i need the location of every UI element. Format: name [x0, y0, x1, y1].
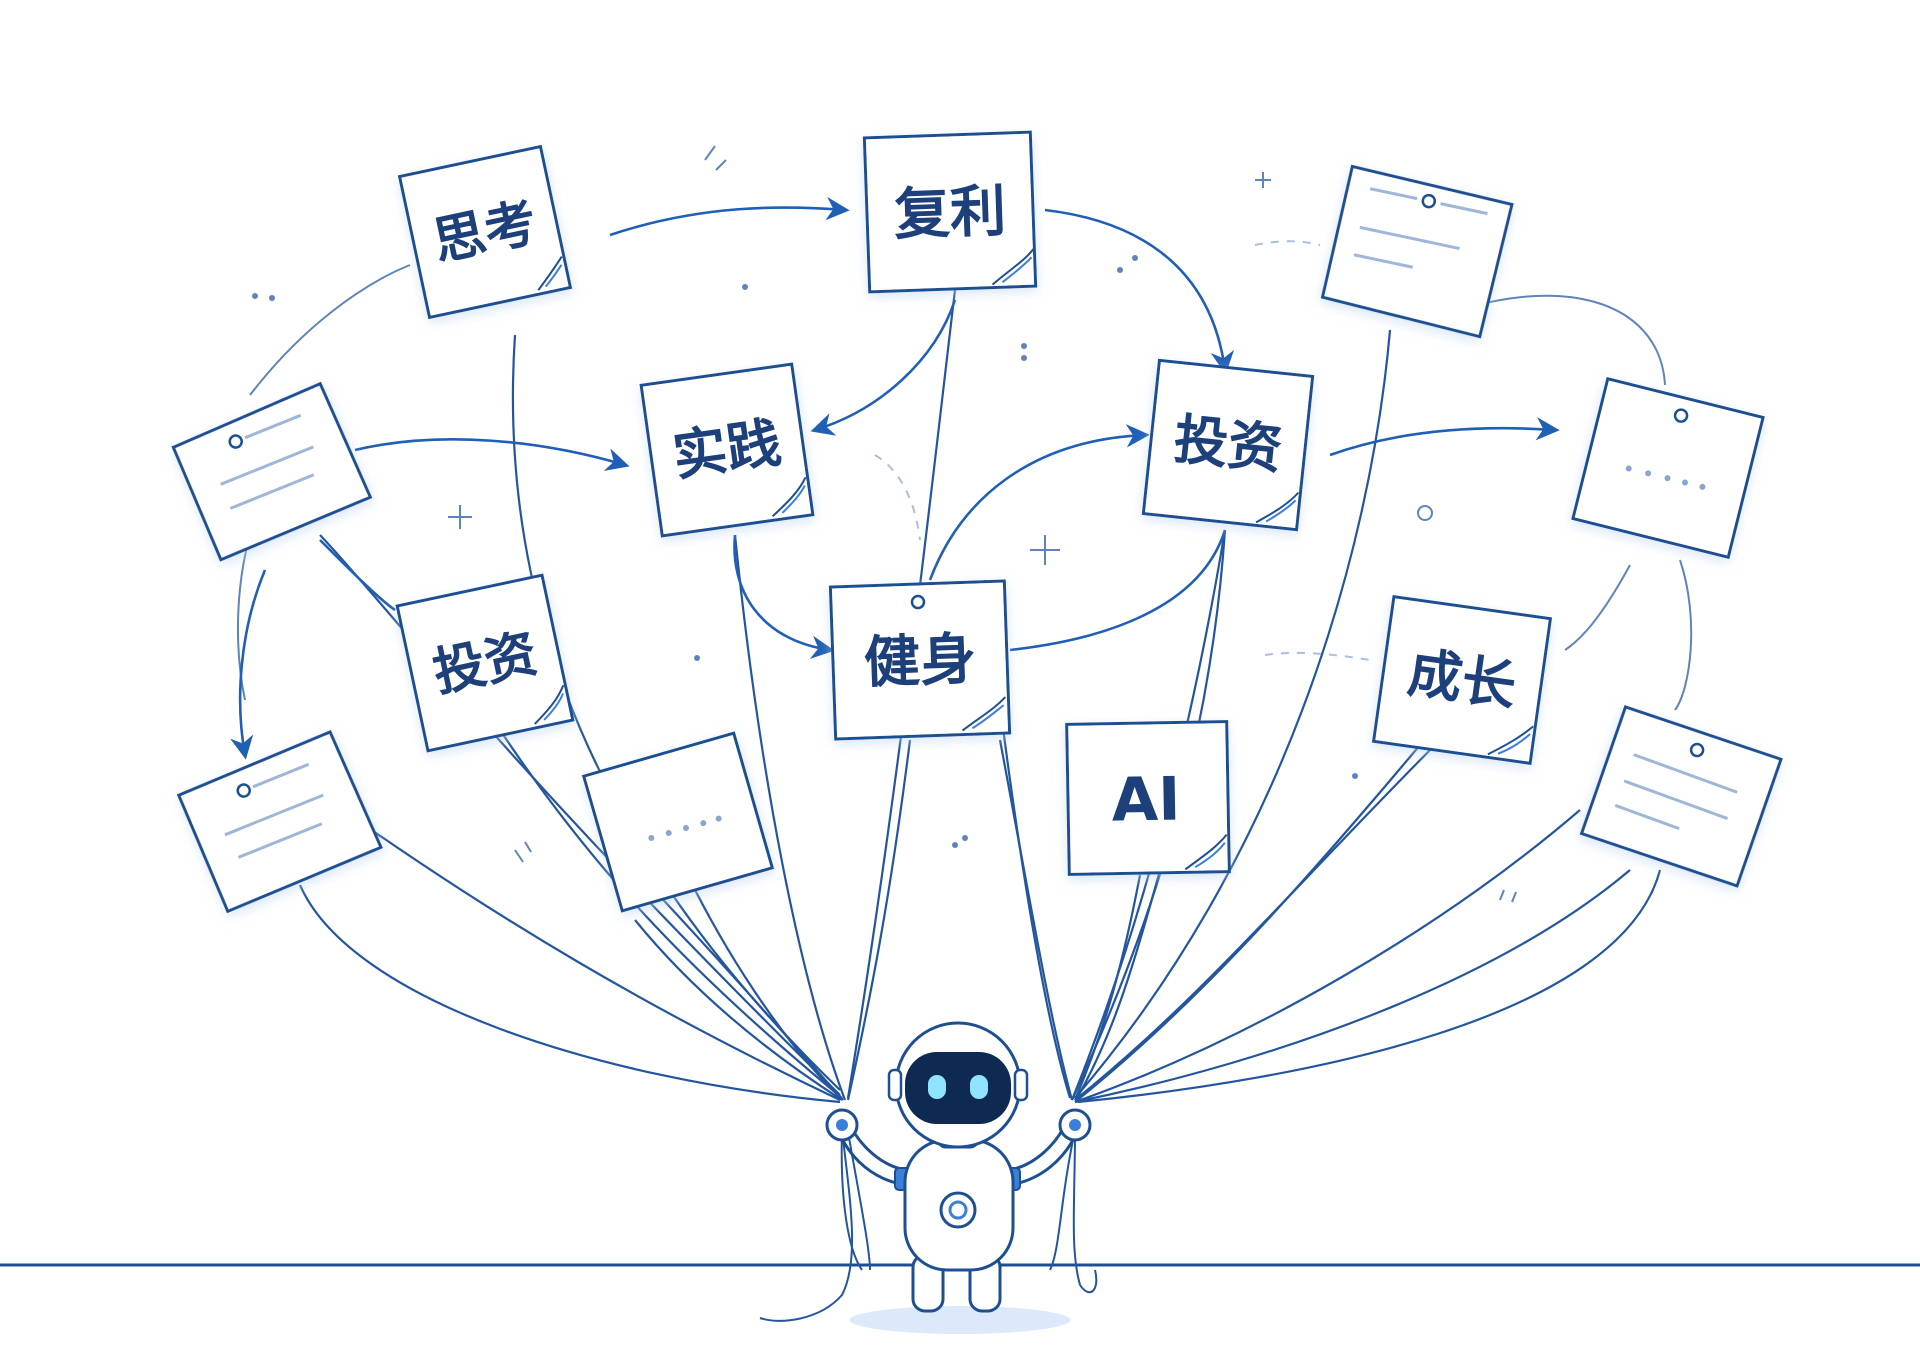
note-touzi-center[interactable]: 投资: [1141, 358, 1315, 532]
note-touzi-center-label: 投资: [1171, 408, 1285, 482]
strings-right: [983, 329, 1662, 1104]
note-fuli-label: 复利: [893, 179, 1007, 248]
robot: [825, 1021, 1092, 1313]
flow-arrows: [230, 196, 1560, 760]
note-shijian-label: 实践: [669, 411, 785, 488]
robot-floor-glow: [850, 1306, 1070, 1334]
blank-note-right-top[interactable]: [1320, 164, 1514, 339]
note-ai-label: AI: [1111, 764, 1181, 835]
pin-icon: [910, 594, 926, 610]
strings-left: [298, 289, 957, 1104]
dangling-strings: [759, 1129, 1098, 1322]
pin-icon: [1689, 742, 1705, 758]
note-chengzhang-label: 成长: [1404, 641, 1520, 718]
robot-eye-right: [970, 1075, 988, 1099]
pin-icon: [236, 783, 251, 798]
blank-note-dotted-right[interactable]: [1571, 376, 1765, 560]
pin-icon: [228, 434, 243, 449]
note-ai[interactable]: AI: [1065, 720, 1231, 876]
note-sikao[interactable]: 思考: [397, 144, 573, 320]
robot-eye-left: [928, 1075, 946, 1099]
robot-left-arm: [848, 1124, 906, 1172]
note-shijian[interactable]: 实践: [639, 362, 815, 538]
note-jianshen-label: 健身: [863, 627, 977, 696]
dots: [252, 255, 1358, 848]
blank-note-dotted-left[interactable]: [581, 731, 775, 913]
note-chengzhang[interactable]: 成长: [1371, 595, 1553, 765]
note-fuli[interactable]: 复利: [862, 130, 1038, 294]
robot-face-screen: [905, 1052, 1011, 1124]
blank-note-left-bottom[interactable]: [176, 729, 383, 914]
note-touzi-left[interactable]: 投资: [395, 573, 575, 753]
pin-icon: [1421, 193, 1437, 209]
pin-icon: [1673, 408, 1689, 423]
dashed-decor: [874, 240, 1371, 661]
blank-note-right-bottom[interactable]: [1579, 703, 1783, 889]
blank-note-left-top[interactable]: [171, 381, 373, 562]
sparkle-decorations: [448, 145, 1542, 903]
note-jianshen[interactable]: 健身: [828, 579, 1012, 741]
